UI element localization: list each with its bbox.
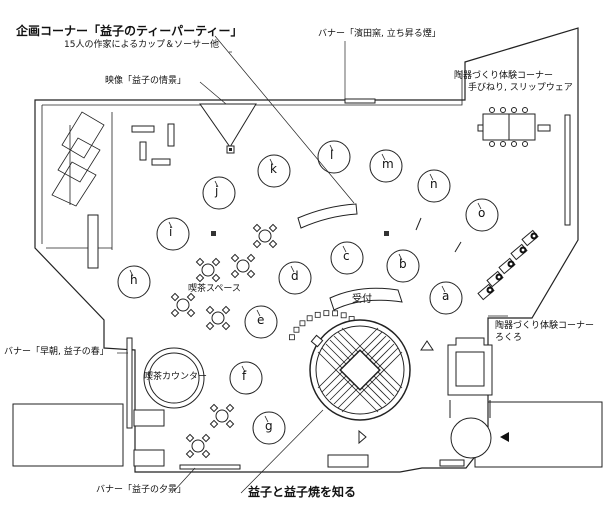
guide-line-2 <box>454 241 462 253</box>
station-i <box>156 217 190 251</box>
corridor-right <box>474 401 603 468</box>
left-banner-wall <box>126 337 133 429</box>
video-projection <box>199 103 257 148</box>
station-j <box>202 176 236 210</box>
left-display-panels <box>46 111 113 250</box>
station-label-h: h <box>130 273 138 287</box>
central-exhibit <box>309 319 411 421</box>
wheel-corner-subtitle: ろくろ <box>495 333 523 343</box>
station-f <box>229 361 263 395</box>
cafe-table-1 <box>252 223 278 249</box>
station-g <box>252 411 286 445</box>
cafe-table-4 <box>170 292 196 318</box>
pottery-wheels <box>477 229 539 301</box>
cafe-table-7 <box>185 433 211 459</box>
station-c <box>330 241 364 275</box>
station-label-o: o <box>478 206 486 220</box>
cafe-table-2 <box>195 257 221 283</box>
video-projector-core <box>229 148 232 151</box>
station-label-n: n <box>430 177 438 191</box>
cafe-table-6 <box>209 403 235 429</box>
banner-evening-label: バナー「益子の夕景」 <box>96 485 187 495</box>
station-b <box>386 249 420 283</box>
stations <box>117 140 499 445</box>
workshop-corner-title: 陶器づくり体験コーナー <box>454 71 554 81</box>
planning-corner-subtitle: 15人の作家によるカップ＆ソーサー他 <box>64 40 220 50</box>
reception-desk <box>329 287 403 311</box>
inner-wall <box>42 70 463 106</box>
station-label-c: c <box>343 249 350 263</box>
cafe-tables <box>170 223 278 459</box>
station-label-f: f <box>242 369 247 383</box>
station-label-b: b <box>399 257 407 271</box>
cafe-table-5 <box>205 305 231 331</box>
curved-exhibit-bar <box>297 203 358 229</box>
display-box-3 <box>139 141 147 161</box>
pillar-right <box>384 231 389 236</box>
side-box-2 <box>133 449 165 467</box>
station-label-d: d <box>291 269 299 283</box>
station-label-a: a <box>442 289 450 303</box>
right-booth <box>447 337 493 418</box>
workshop-table <box>477 107 551 147</box>
guide-line-1 <box>415 217 422 231</box>
cafe-counter-inner <box>148 352 200 404</box>
corridor-left <box>12 403 124 467</box>
pottery-wheel-4 <box>486 270 504 288</box>
side-box-1 <box>133 409 165 427</box>
station-label-g: g <box>265 419 273 433</box>
station-d <box>278 261 312 295</box>
pillar-left <box>211 231 216 236</box>
banner-hamada-label: バナー「濱田窯, 立ち昇る煙」 <box>318 29 441 39</box>
video-label: 映像「益子の情景」 <box>105 76 187 86</box>
station-label-e: e <box>257 313 265 327</box>
right-wall-segment <box>439 459 465 467</box>
leader-lines <box>117 35 508 494</box>
display-box-4 <box>151 158 171 166</box>
right-wall-bar <box>564 114 571 226</box>
display-box-1 <box>131 125 155 133</box>
station-k <box>257 154 291 188</box>
cafe-space-label: 喫茶スペース <box>188 284 241 294</box>
station-m <box>369 149 403 183</box>
wheel-corner-title: 陶器づくり体験コーナー <box>495 321 595 331</box>
banner-morning-label: バナー「早朝, 益子の春」 <box>4 347 109 357</box>
workshop-corner-subtitle: 手びねり, スリップウェア <box>468 83 573 93</box>
bottom-door <box>327 454 369 468</box>
station-label-k: k <box>270 162 277 176</box>
cafe-table-3 <box>230 253 256 279</box>
station-n <box>417 169 451 203</box>
station-e <box>244 305 278 339</box>
reception-label: 受付 <box>352 294 372 305</box>
station-label-j: j <box>215 184 219 198</box>
pottery-wheel-2 <box>510 243 528 261</box>
entrance-pillar <box>450 417 492 459</box>
exhibit-title: 益子と益子焼を知る <box>248 485 357 499</box>
station-label-i: i <box>169 225 173 239</box>
station-a <box>429 281 463 315</box>
station-label-m: m <box>382 157 394 171</box>
planning-corner-title: 企画コーナー「益子のティーパーティー」 <box>16 24 243 38</box>
marker-triangle-2 <box>358 429 367 445</box>
bottom-banner <box>179 464 241 470</box>
pottery-wheel-5 <box>477 283 495 301</box>
pottery-wheel-1 <box>521 229 539 247</box>
left-wall-panel <box>87 214 99 269</box>
top-banner <box>344 98 376 104</box>
display-box-2 <box>167 123 175 147</box>
pottery-wheel-3 <box>498 257 516 275</box>
entrance-arrow <box>500 432 509 442</box>
cafe-counter-label: 喫茶カウンター <box>144 372 208 382</box>
station-l <box>317 140 351 174</box>
marker-triangle-1 <box>420 340 434 351</box>
station-h <box>117 265 151 299</box>
station-o <box>465 198 499 232</box>
station-label-l: l <box>330 148 334 162</box>
